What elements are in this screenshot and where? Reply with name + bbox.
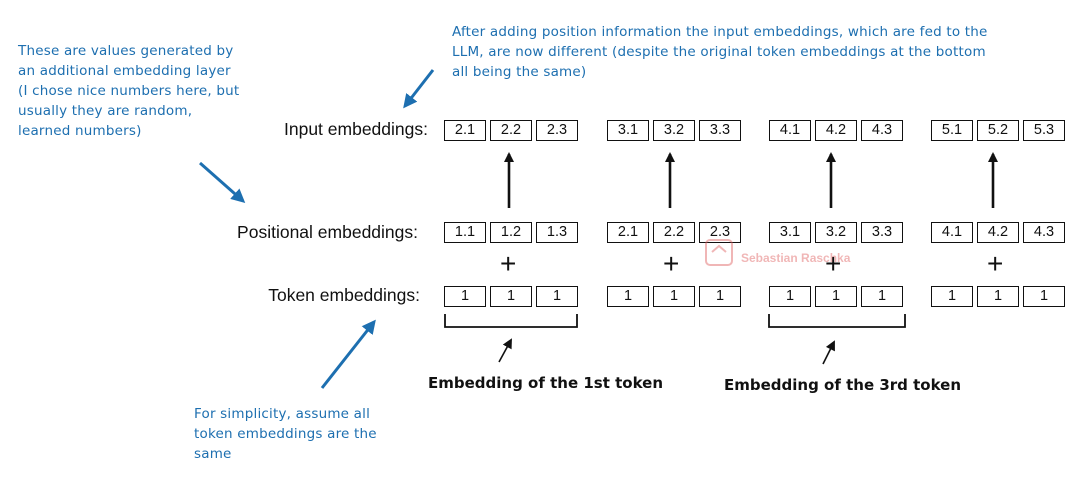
label-input-embeddings: Input embeddings: (284, 119, 428, 139)
positional-embedding-cell: 1.1 (444, 222, 486, 243)
watermark: Sebastian Raschka (705, 239, 851, 266)
plus-sign: + (825, 248, 842, 279)
input-embedding-cell: 5.2 (977, 120, 1019, 141)
label-token-embeddings: Token embeddings: (268, 285, 420, 305)
note-bottom: For simplicity, assume all token embeddi… (194, 406, 377, 462)
bracket-first-token (444, 314, 578, 328)
watermark-logo-icon (705, 239, 733, 266)
note-top: After adding position information the in… (452, 24, 988, 80)
plus-sign: + (500, 248, 517, 279)
positional-embedding-cell: 2.2 (653, 222, 695, 243)
pointer-arrow-third (822, 340, 835, 365)
input-embedding-cell: 3.2 (653, 120, 695, 141)
bracket-third-token (768, 314, 906, 328)
caption-third-token: Embedding of the 3rd token (724, 376, 962, 394)
positional-embedding-cell: 2.3 (699, 222, 741, 243)
label-positional-embeddings: Positional embeddings: (237, 222, 418, 242)
token-embedding-cell: 1 (1023, 286, 1065, 307)
input-embedding-cell: 2.2 (490, 120, 532, 141)
input-embedding-cell: 4.3 (861, 120, 903, 141)
token-embedding-cell: 1 (490, 286, 532, 307)
input-embedding-cell: 4.1 (769, 120, 811, 141)
plus-sign: + (987, 248, 1004, 279)
token-embedding-cell: 1 (653, 286, 695, 307)
token-embedding-cell: 1 (861, 286, 903, 307)
note-arrow-top (403, 69, 435, 109)
token-embedding-cell: 1 (607, 286, 649, 307)
pointer-arrow-first (498, 338, 512, 363)
positional-embedding-cell: 4.2 (977, 222, 1019, 243)
token-embedding-cell: 1 (536, 286, 578, 307)
input-embedding-cell: 2.3 (536, 120, 578, 141)
positional-embedding-cell: 4.1 (931, 222, 973, 243)
token-embedding-cell: 1 (977, 286, 1019, 307)
positional-embedding-cell: 3.2 (815, 222, 857, 243)
positional-embedding-cell: 4.3 (1023, 222, 1065, 243)
token-embedding-cell: 1 (699, 286, 741, 307)
input-embedding-cell: 5.1 (931, 120, 973, 141)
token-embedding-cell: 1 (815, 286, 857, 307)
input-embedding-cell: 3.1 (607, 120, 649, 141)
note-arrow-bottom (320, 319, 376, 389)
note-left: These are values generated by an additio… (18, 43, 240, 139)
positional-embedding-cell: 1.3 (536, 222, 578, 243)
token-embedding-cell: 1 (769, 286, 811, 307)
token-embedding-cell: 1 (931, 286, 973, 307)
watermark-text: Sebastian Raschka (741, 251, 851, 265)
caption-first-token: Embedding of the 1st token (428, 374, 663, 392)
positional-embedding-cell: 2.1 (607, 222, 649, 243)
note-arrow-left (199, 161, 246, 203)
input-embedding-cell: 4.2 (815, 120, 857, 141)
positional-embedding-cell: 1.2 (490, 222, 532, 243)
positional-embedding-cell: 3.3 (861, 222, 903, 243)
plus-sign: + (663, 248, 680, 279)
input-embedding-cell: 5.3 (1023, 120, 1065, 141)
token-embedding-cell: 1 (444, 286, 486, 307)
input-embedding-cell: 2.1 (444, 120, 486, 141)
positional-embedding-cell: 3.1 (769, 222, 811, 243)
input-embedding-cell: 3.3 (699, 120, 741, 141)
